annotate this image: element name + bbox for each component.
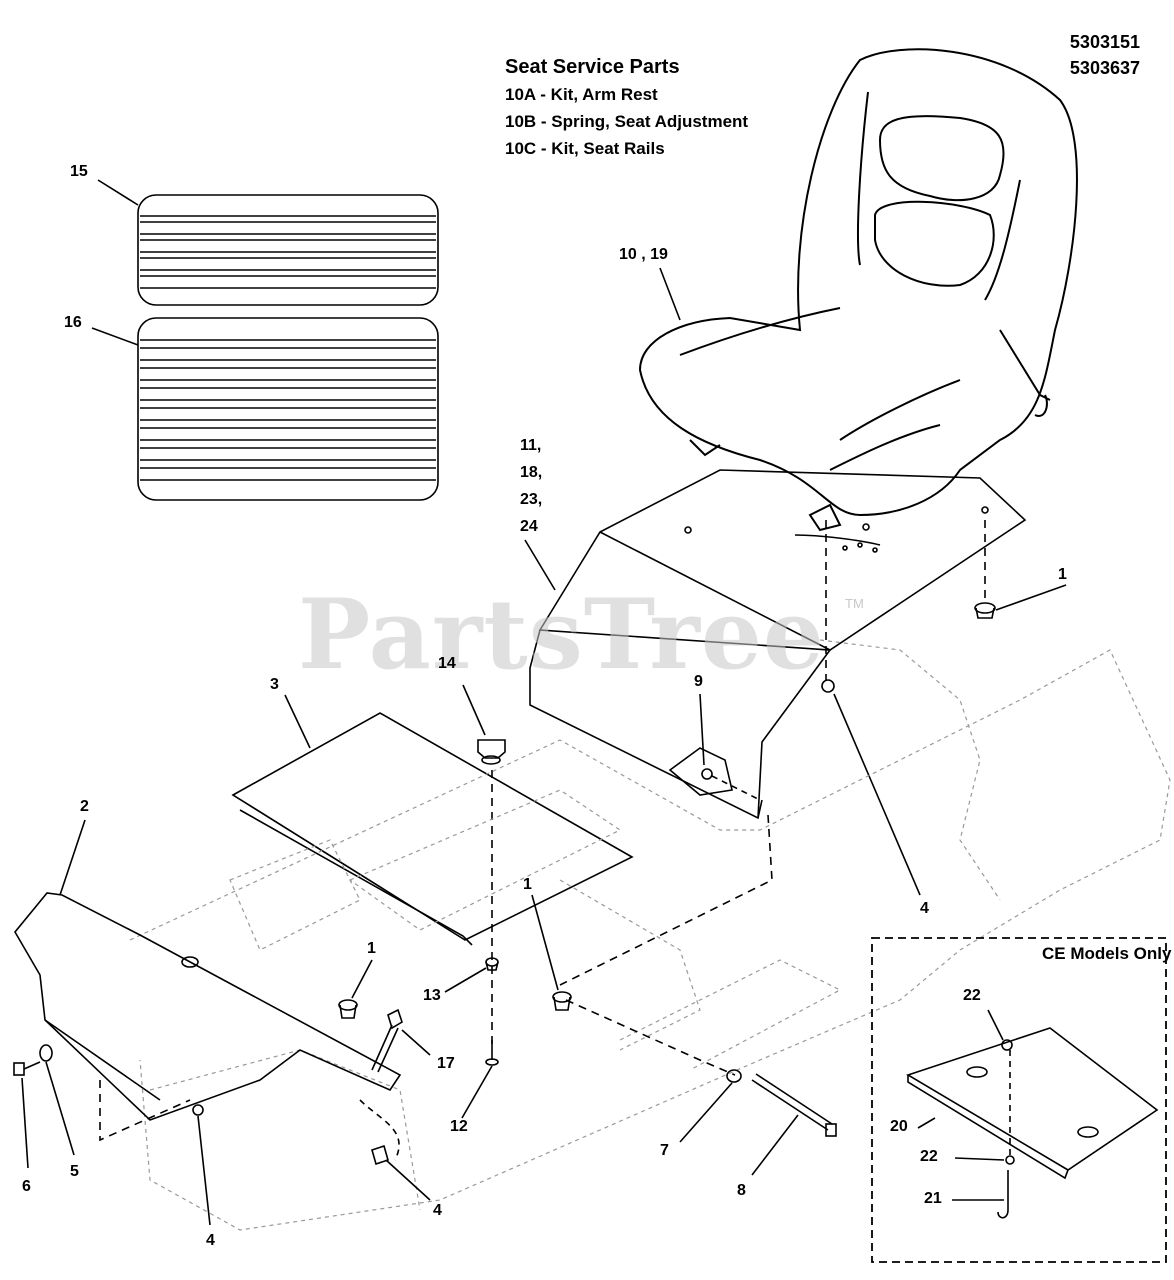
callout-6: 6: [22, 1178, 31, 1195]
leader-22-bottom: [954, 1157, 1005, 1161]
leader-15: [97, 179, 139, 206]
nut-22-top: [1001, 1039, 1013, 1051]
nut-22-bottom: [1005, 1155, 1015, 1165]
leader-16: [91, 327, 139, 346]
leader-7: [679, 1082, 733, 1143]
dashed-shield: [99, 1080, 191, 1142]
watermark-text: PartsTree: [298, 578, 825, 691]
bolt-8: [751, 1073, 837, 1137]
service-part-10a: 10A - Kit, Arm Rest: [505, 85, 658, 104]
callout-14: 14: [438, 655, 456, 672]
shield-2: [14, 892, 402, 1121]
dashed-bolt-17: [359, 1099, 400, 1161]
leader-9: [699, 693, 705, 766]
bolt-6: [13, 1061, 41, 1076]
part-number-2: 5303637: [1069, 58, 1140, 78]
watermark-tm: TM: [845, 596, 864, 611]
part-number-1: 5303151: [1069, 32, 1140, 52]
washer-5: [39, 1044, 53, 1062]
leader-1-right: [995, 584, 1067, 611]
leader-3: [284, 694, 311, 749]
pin-21: [997, 1170, 1009, 1219]
service-part-10b: 10B - Spring, Seat Adjustment: [505, 112, 749, 131]
callout-7: 7: [660, 1142, 669, 1159]
leader-12: [461, 1065, 493, 1119]
callout-20: 20: [890, 1118, 908, 1135]
plate-9: [668, 747, 761, 801]
callout-1-left: 1: [523, 876, 532, 893]
leader-17: [401, 1029, 431, 1056]
frame: [129, 639, 1171, 1231]
leader-1-left: [531, 894, 559, 991]
callout-18: 18,: [520, 464, 543, 481]
leader-1-mid: [351, 959, 373, 999]
leader-14: [462, 684, 486, 736]
leader-13: [444, 967, 487, 993]
callout-5: 5: [70, 1163, 79, 1180]
callout-4-left: 4: [206, 1232, 215, 1249]
ce-models-box: [871, 937, 1167, 1263]
knob-14: [477, 739, 506, 765]
bumper-1-left: [552, 991, 572, 1011]
leader-4-right: [833, 693, 921, 896]
callout-21: 21: [924, 1190, 942, 1207]
callout-24: 24: [520, 518, 538, 535]
leader-20: [917, 1117, 936, 1129]
callout-16: 16: [64, 314, 82, 331]
leader-6: [21, 1077, 29, 1169]
leader-22-top: [987, 1009, 1004, 1041]
service-part-10c: 10C - Kit, Seat Rails: [505, 139, 665, 158]
leader-5: [45, 1061, 75, 1156]
dashed-bolt-8: [565, 999, 736, 1076]
service-parts-title: Seat Service Parts: [505, 56, 680, 78]
bumper-1-mid: [338, 999, 358, 1019]
callout-22-bottom: 22: [920, 1148, 938, 1165]
leader-4-mid: [385, 1159, 431, 1201]
callout-1-mid: 1: [367, 940, 376, 957]
bolt-12: [485, 1040, 499, 1066]
callout-17: 17: [437, 1055, 455, 1072]
leader-2: [59, 819, 86, 896]
washer-7: [726, 1069, 742, 1083]
nut-4-left: [192, 1104, 204, 1116]
callout-2: 2: [80, 798, 89, 815]
leader-11-18-23-24: [524, 539, 556, 591]
floor-plate-3: [231, 712, 634, 946]
ce-models-title: CE Models Only: [1042, 944, 1172, 963]
leader-10-19: [659, 267, 681, 321]
leader-8: [751, 1114, 799, 1176]
callout-12: 12: [450, 1118, 468, 1135]
callout-23: 23,: [520, 491, 543, 508]
bushing-13: [485, 957, 499, 971]
callout-1-right: 1: [1058, 566, 1067, 583]
callout-15: 15: [70, 163, 88, 180]
plate-20: [906, 1027, 1159, 1180]
callout-13: 13: [423, 987, 441, 1004]
callout-22-top: 22: [963, 987, 981, 1004]
seat-pan: [529, 469, 1027, 820]
seat: [638, 48, 1078, 532]
leader-4-left: [197, 1115, 211, 1226]
nut-4-mid: [371, 1144, 389, 1166]
dashed-pan-frame: [559, 814, 773, 986]
callout-8: 8: [737, 1182, 746, 1199]
decal-15: [137, 194, 439, 306]
callout-4-right: 4: [920, 900, 929, 917]
bumper-1-right: [974, 602, 996, 619]
callout-4-mid: 4: [433, 1202, 442, 1219]
callout-10-19: 10 , 19: [619, 246, 668, 263]
callout-3: 3: [270, 676, 279, 693]
callout-9: 9: [694, 673, 703, 690]
nut-4-right: [821, 679, 835, 693]
callout-11: 11,: [520, 437, 542, 454]
decal-16: [137, 317, 439, 501]
bolt-17: [371, 1008, 403, 1073]
